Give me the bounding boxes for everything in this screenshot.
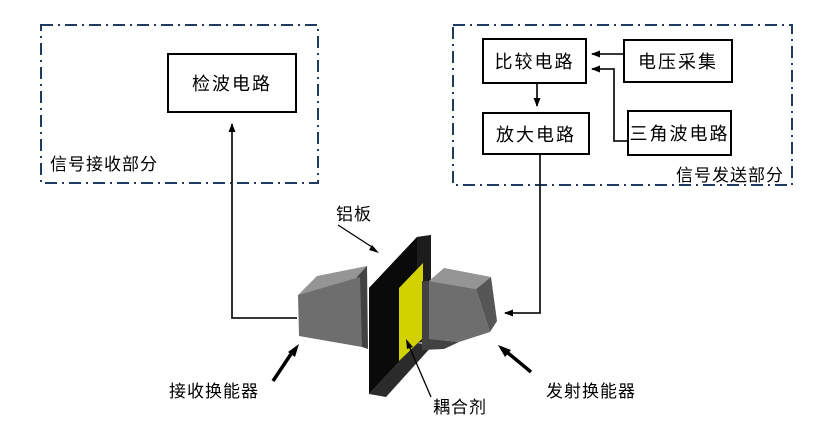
comparator-circuit-label: 比较电路 xyxy=(494,52,575,72)
transmitter-transducer-pointer-arrow xyxy=(498,345,533,374)
receiving-transducer-top-face xyxy=(298,266,367,295)
transmitting-transducer-top-face xyxy=(429,268,491,289)
comparator-circuit-box: 比较电路 xyxy=(482,38,587,84)
detector-circuit-label: 检波电路 xyxy=(192,74,272,94)
transmitting-transducer-shape xyxy=(422,268,497,350)
amplifier-circuit-label: 放大电路 xyxy=(496,124,576,145)
receiver-section-outline xyxy=(40,24,319,184)
amplifier-circuit-box: 放大电路 xyxy=(482,112,590,155)
detector-circuit-box: 检波电路 xyxy=(167,53,297,113)
wire-triangle-to-comparator xyxy=(591,65,627,142)
aluminum-plate-label: 铝板 xyxy=(336,205,372,224)
wire-amplifier-to-transmitter xyxy=(504,155,541,317)
voltage-acquisition-label: 电压采集 xyxy=(638,52,718,72)
receiving-transducer-shape xyxy=(298,266,368,349)
transmitting-transducer-label: 发射换能器 xyxy=(546,382,636,401)
wires xyxy=(228,50,627,319)
triangle-wave-circuit-box: 三角波电路 xyxy=(627,110,732,156)
couplant-patch-shape xyxy=(399,263,423,361)
pointer-arrows xyxy=(271,224,533,398)
transmitter-section-label: 信号发送部分 xyxy=(676,166,784,185)
triangle-wave-circuit-label: 三角波电路 xyxy=(629,124,730,144)
transmitting-transducer-side-face xyxy=(476,277,497,332)
receiver-transducer-pointer-arrow xyxy=(271,344,299,382)
voltage-acquisition-box: 电压采集 xyxy=(623,39,733,83)
wire-receiver-to-detector xyxy=(228,123,297,319)
plate-bottom-face xyxy=(369,343,433,397)
plate-pointer-arrow xyxy=(337,224,379,253)
couplant-label: 耦合剂 xyxy=(433,398,487,417)
transmitting-transducer-front-face xyxy=(429,281,490,342)
couplant-pointer-arrow xyxy=(406,339,432,398)
receiving-transducer-front-face xyxy=(298,277,362,347)
receiver-section-label: 信号接收部分 xyxy=(50,155,158,174)
receiving-transducer-label: 接收换能器 xyxy=(169,382,259,401)
transmitter-section-outline xyxy=(452,24,793,186)
